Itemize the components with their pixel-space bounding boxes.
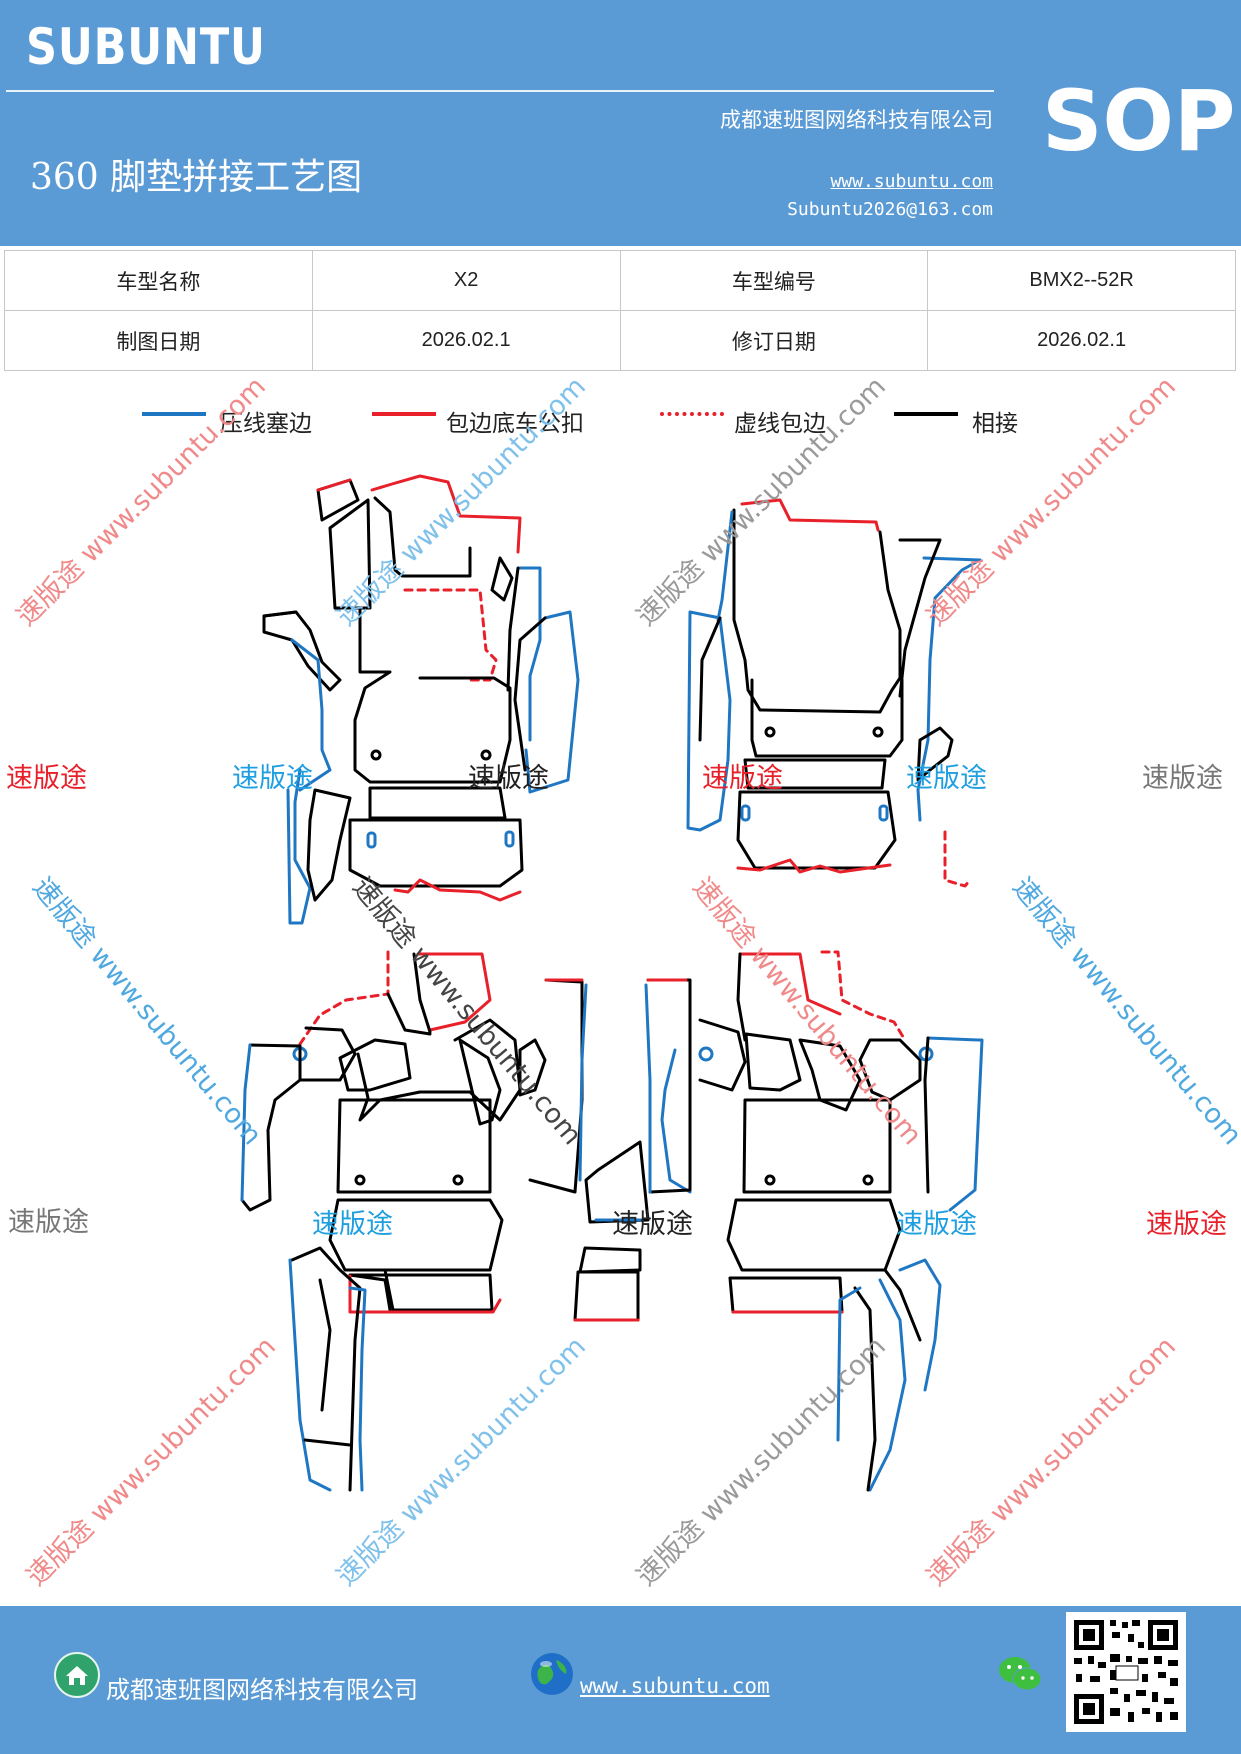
draw-date-label: 制图日期	[4, 310, 313, 371]
qr-code	[1066, 1612, 1186, 1732]
globe-icon	[531, 1653, 573, 1695]
legend-swatch-red-dashed	[660, 412, 724, 416]
header-divider	[6, 90, 994, 92]
website-link[interactable]: www.subuntu.com	[830, 171, 993, 192]
brand-logo: SUBUNTU	[26, 18, 266, 76]
front-right-mat-group	[686, 498, 982, 888]
page-title: 360 脚垫拼接工艺图	[30, 157, 363, 198]
legend: 压线塞边 包边底车公扣 虚线包边 相接	[0, 400, 1241, 440]
legend-swatch-red	[372, 412, 436, 416]
vehicle-code-value: BMX2--52R	[927, 250, 1236, 311]
legend-swatch-black	[894, 412, 958, 416]
vehicle-code-label: 车型编号	[619, 250, 929, 311]
watermark-brand: 速版途	[896, 1209, 977, 1240]
watermark-brand: 速版途	[1146, 1209, 1227, 1240]
watermark-brand: 速版途	[906, 763, 987, 794]
email-address: Subuntu2026@163.com	[787, 199, 993, 220]
vehicle-name-label: 车型名称	[4, 250, 313, 311]
legend-label: 虚线包边	[734, 411, 826, 437]
draw-date-value: 2026.02.1	[311, 310, 621, 371]
mat-layout-diagram	[240, 474, 984, 1492]
table-row: 车型名称 X2 车型编号 BMX2--52R	[4, 250, 1236, 311]
qr-code-graphic	[1074, 1620, 1178, 1724]
header-banner: SUBUNTU 成都速班图网络科技有限公司 360 脚垫拼接工艺图 www.su…	[0, 0, 1241, 246]
front-left-mat-group	[262, 474, 580, 925]
watermark-brand: 速版途	[312, 1209, 393, 1240]
watermark-brand: 速版途	[468, 763, 549, 794]
watermark-brand: 速版途	[612, 1209, 693, 1240]
company-name: 成都速班图网络科技有限公司	[720, 108, 993, 132]
legend-label: 包边底车公扣	[446, 411, 584, 437]
watermark-brand: 速版途	[8, 1207, 89, 1238]
rear-right-mat-group	[644, 950, 984, 1492]
legend-swatch-blue	[142, 412, 206, 416]
watermark-brand: 速版途	[1142, 763, 1223, 794]
watermark-brand: 速版途	[6, 763, 87, 794]
rear-left-mat-group	[240, 950, 650, 1492]
revise-date-value: 2026.02.1	[927, 310, 1236, 371]
watermark-brand: 速版途	[232, 763, 313, 794]
revise-date-label: 修订日期	[619, 310, 929, 371]
home-icon	[54, 1652, 100, 1698]
legend-label: 压线塞边	[220, 411, 312, 437]
vehicle-name-value: X2	[311, 250, 621, 311]
table-row: 制图日期 2026.02.1 修订日期 2026.02.1	[4, 310, 1236, 371]
legend-label: 相接	[972, 411, 1018, 437]
footer-website-link[interactable]: www.subuntu.com	[580, 1674, 770, 1698]
wechat-icon	[999, 1657, 1042, 1691]
watermark-brand: 速版途	[702, 763, 783, 794]
footer-company-name: 成都速班图网络科技有限公司	[106, 1676, 418, 1704]
info-table: 车型名称 X2 车型编号 BMX2--52R 制图日期 2026.02.1 修订…	[4, 250, 1236, 371]
sop-badge: SOP	[1042, 72, 1236, 170]
